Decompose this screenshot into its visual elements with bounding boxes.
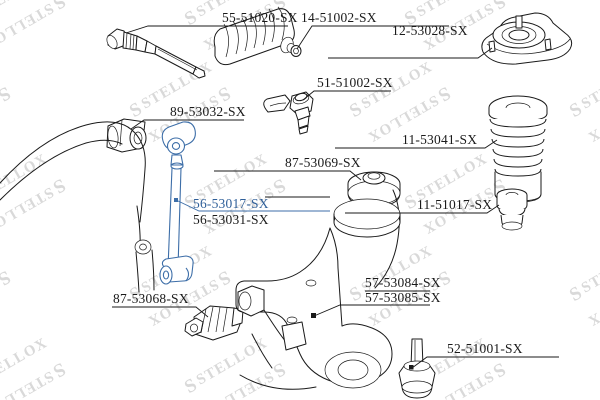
- label-87-53069-sx: 87-53069-SX: [285, 155, 361, 170]
- leader-lines: [112, 25, 559, 370]
- label-56-53031-sx: 56-53031-SX: [193, 212, 269, 227]
- part-lower-control-arm: [235, 189, 401, 390]
- label-56-53017-sx: 56-53017-SX: [193, 196, 269, 211]
- label-52-51001-sx: 52-51001-SX: [447, 341, 523, 356]
- part-stabilizer-link-highlighted: [159, 121, 196, 285]
- label-12-53028-sx: 12-53028-SX: [392, 23, 468, 38]
- label-57-53084-sx: 57-53084-SX: [365, 275, 441, 290]
- label-89-53032-sx: 89-53032-SX: [170, 104, 246, 119]
- part-bushing-front: [184, 305, 244, 341]
- label-51-51002-sx: 51-51002-SX: [317, 75, 393, 90]
- label-55-51020-sx: 55-51020-SX: [222, 10, 298, 25]
- part-inner-tie-rod: [106, 28, 206, 79]
- label-11-51017-sx: 11-51017-SX: [417, 197, 493, 212]
- part-stabilizer-bar: [0, 121, 155, 293]
- label-87-53068-sx: 87-53068-SX: [113, 291, 189, 306]
- part-outer-tie-rod-end: [263, 91, 314, 135]
- part-bump-stop: [496, 188, 528, 231]
- label-14-51002-sx: 14-51002-SX: [301, 10, 377, 25]
- part-stabilizer-bushing: [106, 118, 147, 153]
- label-57-53085-sx: 57-53085-SX: [365, 290, 441, 305]
- label-11-53041-sx: 11-53041-SX: [402, 132, 478, 147]
- part-rack-boot: [213, 6, 302, 66]
- part-strut-mount: [481, 12, 573, 65]
